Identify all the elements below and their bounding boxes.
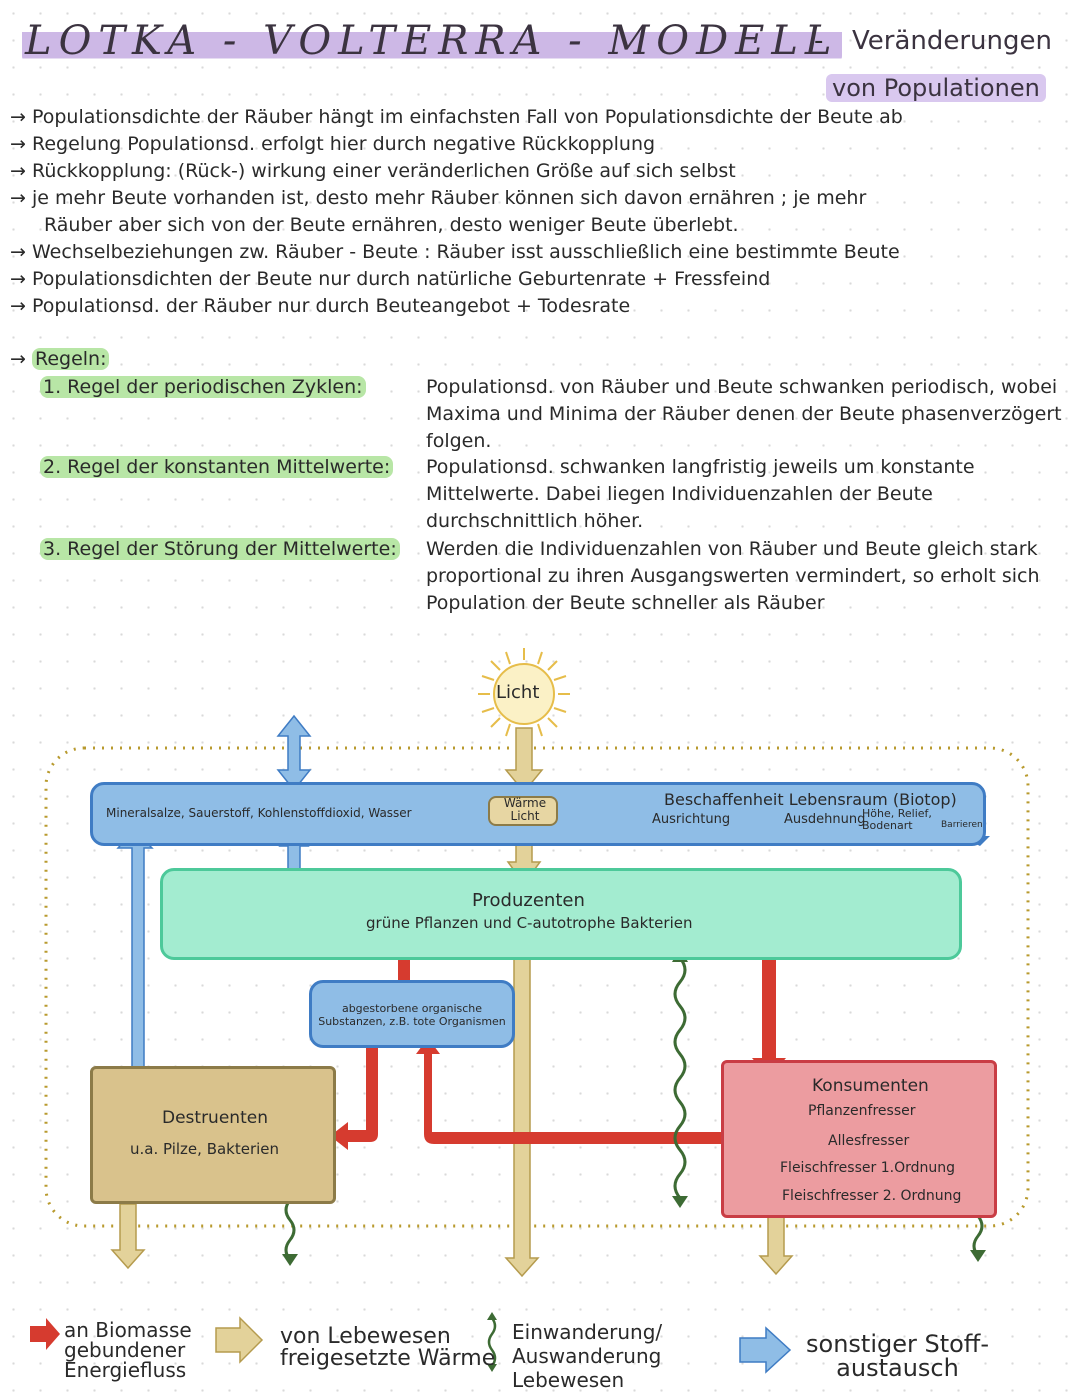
biotop-barriers: Barrieren (941, 820, 983, 830)
rule-1-text: Populationsd. von Räuber und Beute schwa… (426, 376, 1062, 452)
rule-3-label: 3. Regel der Störung der Mittelwerte: (40, 538, 400, 560)
legend-wave-icon (487, 1317, 497, 1367)
light-arrow (504, 727, 544, 794)
consumers-title: Konsumenten (812, 1076, 929, 1096)
destruents-env-exchange-arrow (116, 828, 154, 1090)
dead-matter-box (309, 980, 515, 1048)
destruents-title: Destruenten (162, 1108, 268, 1128)
consumers-box (721, 1060, 997, 1218)
consumers-to-dead-arrow (416, 1038, 728, 1144)
rule-1-label: 1. Regel der periodischen Zyklen: (40, 376, 366, 398)
producers-to-consumers-arrow (752, 944, 786, 1078)
title-dash: - (814, 26, 824, 56)
warmth-light-box (488, 796, 558, 826)
biotop-title: Beschaffenheit Lebensraum (Biotop) (664, 790, 957, 809)
sun-icon (478, 648, 570, 740)
producers-subtitle: grüne Pflanzen und C-autotrophe Bakterie… (366, 914, 693, 932)
legend-material-exchange: sonstiger Stoff-austausch (806, 1330, 989, 1382)
legend-blue-arrow-icon (739, 1326, 792, 1374)
biotop-extent: Ausdehnung (784, 812, 866, 827)
producers-box (160, 868, 962, 960)
title-subtitle-2: von Populationen (826, 74, 1046, 102)
rule-2-label: 2. Regel der konstanten Mittelwerte: (40, 456, 394, 478)
producers-title: Produzenten (472, 890, 585, 911)
legend-red-arrow-icon (30, 1318, 60, 1350)
outside-exchange-arrow (276, 714, 312, 792)
bullet-line: → Populationsd. der Räuber nur durch Beu… (10, 295, 631, 317)
biotop-orientation: Ausrichtung (652, 812, 731, 827)
consumers-item: Allesfresser (828, 1133, 910, 1149)
bullet-line: → Wechselbeziehungen zw. Räuber - Beute … (10, 241, 900, 263)
rule-3-text: Werden die Individuenzahlen von Räuber u… (426, 538, 1040, 614)
light-label: Licht (496, 682, 540, 703)
bullet-line: → je mehr Beute vorhanden ist, desto meh… (10, 187, 867, 209)
title-subtitle-1: Veränderungen (852, 26, 1052, 56)
bullet-line: → Regelung Populationsd. erfolgt hier du… (10, 133, 656, 155)
consumers-item: Pflanzenfresser (808, 1103, 916, 1119)
ecosystem-boundary (44, 746, 1030, 1228)
destruents-heat-arrow (110, 1203, 146, 1270)
bullet-line: → Populationsdichte der Räuber hängt im … (10, 106, 903, 128)
consumers-heat-arrow (758, 1215, 794, 1276)
consumers-item: Fleischfresser 2. Ordnung (782, 1188, 962, 1204)
rule-2-text: Populationsd. schwanken langfristig jewe… (426, 456, 975, 532)
env-substances: Mineralsalze, Sauerstoff, Kohlenstoffdio… (106, 806, 412, 820)
bullet-line: → Rückkopplung: (Rück-) wirkung einer ve… (10, 160, 736, 182)
destruents-subtitle: u.a. Pilze, Bakterien (130, 1140, 280, 1158)
bullet-line-cont: Räuber aber sich von der Beute ernähren,… (44, 214, 739, 236)
biotop-relief: Höhe, Relief,Bodenart (862, 807, 932, 832)
dead-to-destruents-arrow (330, 1046, 378, 1150)
rules-heading: → Regeln: (10, 346, 110, 372)
page-title: LOTKA - VOLTERRA - MODELL (22, 18, 842, 64)
consumers-item: Fleischfresser 1.Ordnung (780, 1160, 955, 1176)
bullet-line: → Populationsdichten der Beute nur durch… (10, 268, 771, 290)
destruents-box (90, 1066, 336, 1204)
legend-tan-arrow-icon (215, 1316, 264, 1364)
